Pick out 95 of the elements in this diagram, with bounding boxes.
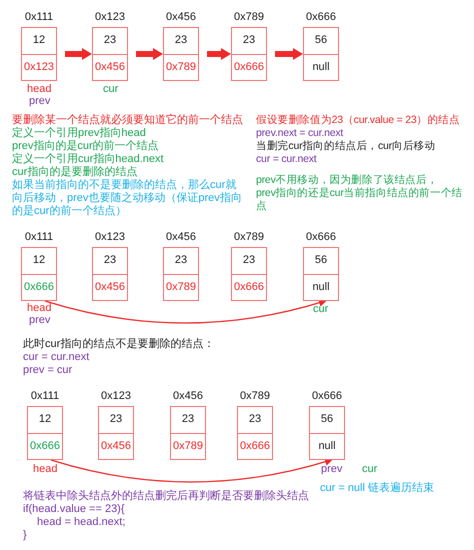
annotation-text: head (27, 302, 52, 315)
annotation-text: cur (362, 463, 378, 476)
node-value: 23 (248, 413, 262, 426)
node-address: 0x111 (24, 231, 54, 244)
list-node-box (163, 27, 199, 81)
node-value: 23 (182, 413, 194, 426)
node-address: 0x666 (305, 11, 337, 24)
annotation-text: if(head.value == 23){ (23, 503, 125, 516)
node-address: 0x456 (165, 231, 197, 244)
node-address: 0x789 (233, 11, 265, 24)
list-node-box (309, 406, 345, 460)
annotation-text: cur = cur.next (256, 153, 317, 166)
node-address: 0x123 (100, 390, 132, 403)
annotation-text: 定义一个引用cur指向head.next (12, 153, 164, 166)
annotation-text: head = head.next; (37, 516, 126, 529)
node-address: 0x111 (30, 390, 60, 403)
annotation-text: prev = cur (23, 364, 72, 377)
node-address: 0x456 (172, 390, 204, 403)
annotation-text: head (33, 463, 58, 476)
annotation-text: 假设要删除值为23（cur.value = 23）的结点 (256, 114, 461, 127)
node-value: 23 (174, 34, 188, 48)
list-node-box (237, 406, 273, 460)
list-node-box (92, 247, 128, 301)
node-value: 12 (32, 254, 46, 268)
list-node-box (231, 27, 267, 81)
annotation-text: 当删完cur指向的结点后，cur向后移动 (256, 140, 436, 153)
node-next-pointer: 0x666 (240, 440, 270, 453)
annotation-text: prev不用移动，因为删除了该结点后， (256, 174, 439, 187)
node-value: 56 (314, 254, 328, 268)
node-next-pointer: 0x666 (30, 440, 60, 453)
annotation-text: cur = cur.next (23, 351, 90, 364)
node-next-pointer: null (318, 440, 336, 453)
list-node-box (92, 27, 128, 81)
node-value: 23 (242, 34, 256, 48)
annotation-text: 如果当前指向的不是要删除的结点，那么cur就向后移动，prev也要随之动移动（保证prev指向的是cur的前一个结点） (12, 179, 243, 218)
arrow (136, 48, 163, 60)
list-node-box (21, 247, 57, 301)
node-address: 0x456 (165, 11, 197, 24)
node-next-pointer: 0x456 (95, 60, 125, 74)
arrow (65, 48, 92, 60)
list-node-box (303, 247, 339, 301)
node-next-pointer: 0x456 (95, 280, 125, 294)
node-value: 12 (38, 413, 52, 426)
node-value: 23 (104, 254, 116, 268)
node-next-pointer: 0x666 (234, 280, 264, 294)
list-node-box (21, 27, 57, 81)
annotation-text: 将链表中除头结点外的结点删完后再判断是否要删除头结点 (23, 490, 309, 503)
node-value: 23 (104, 34, 116, 48)
list-node-box (98, 406, 134, 460)
annotation-text: cur指向的是要删除的结点 (12, 166, 138, 179)
arrow (50, 458, 333, 483)
node-value: 23 (110, 413, 122, 426)
node-address: 0x123 (94, 11, 126, 24)
node-next-pointer: 0x789 (166, 60, 196, 74)
node-address: 0x123 (94, 231, 126, 244)
annotation-text: 要删除某一个结点就必须要知道它的前一个结点 (12, 114, 243, 126)
node-address: 0x666 (311, 390, 343, 403)
annotation-text: prev指向的是cur的前一个结点 (12, 140, 159, 152)
node-next-pointer: 0x666 (24, 280, 54, 294)
node-address: 0x789 (233, 231, 265, 244)
node-value: 56 (320, 413, 334, 426)
annotation-text: prev (29, 95, 50, 108)
arrow (207, 48, 231, 60)
node-value: 12 (32, 34, 46, 48)
node-address: 0x666 (305, 231, 337, 244)
node-next-pointer: null (312, 60, 330, 74)
node-address: 0x111 (24, 11, 54, 24)
annotation-text: prev (321, 463, 342, 476)
node-next-pointer: 0x789 (166, 280, 196, 294)
node-next-pointer: 0x123 (24, 60, 54, 74)
node-next-pointer: 0x789 (173, 440, 203, 453)
node-value: 23 (242, 254, 256, 268)
arrow (44, 298, 327, 324)
annotation-text: prev.next = cur.next (256, 127, 344, 140)
annotation-text: prev指向的还是cur当前指向结点的前一个结点 (256, 187, 464, 213)
node-next-pointer: null (312, 280, 330, 294)
list-node-box (27, 406, 63, 460)
node-value: 23 (174, 254, 188, 268)
annotation-text: cur (313, 303, 328, 316)
annotation-text: cur = null 链表遍历结束 (320, 482, 434, 495)
annotation-text: cur (103, 83, 118, 96)
list-node-box (170, 406, 206, 460)
node-value: 56 (314, 34, 328, 48)
node-address: 0x789 (239, 390, 271, 403)
annotation-text: head (27, 83, 52, 96)
list-node-box (163, 247, 199, 301)
arrow (275, 48, 303, 60)
node-next-pointer: 0x666 (234, 60, 264, 74)
list-node-box (231, 247, 267, 301)
annotation-text: 定义一个引用prev指向head (12, 127, 146, 140)
annotation-text: } (23, 529, 27, 542)
annotation-text: 此时cur指向的结点不是要删除的结点： (23, 338, 214, 351)
list-node-box (303, 27, 339, 81)
annotation-text: prev (29, 314, 50, 327)
node-next-pointer: 0x456 (101, 440, 131, 453)
